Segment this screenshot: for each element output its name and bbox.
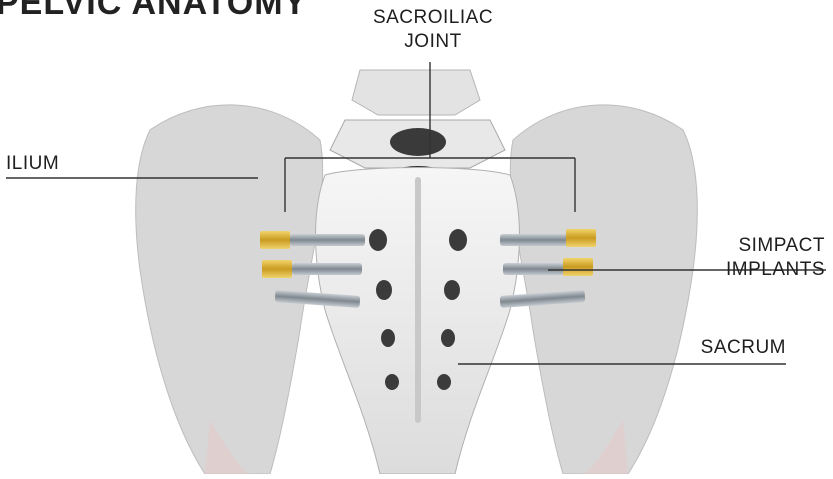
left-implants xyxy=(260,231,365,308)
lumbar-vertebra-upper xyxy=(352,70,480,115)
label-line: IMPLANTS xyxy=(726,258,825,282)
ilium-label: ILIUM xyxy=(6,152,59,176)
sacrum-label: SACRUM xyxy=(701,336,786,360)
right-implants xyxy=(500,229,596,308)
label-line: SACROILIAC xyxy=(358,6,508,30)
right-ilium-wing xyxy=(510,105,697,474)
left-ilium-wing xyxy=(136,105,323,474)
figure-title: PELVIC ANATOMY xyxy=(0,0,307,20)
label-line: JOINT xyxy=(358,30,508,54)
label-line: SIMPACT xyxy=(726,234,825,258)
